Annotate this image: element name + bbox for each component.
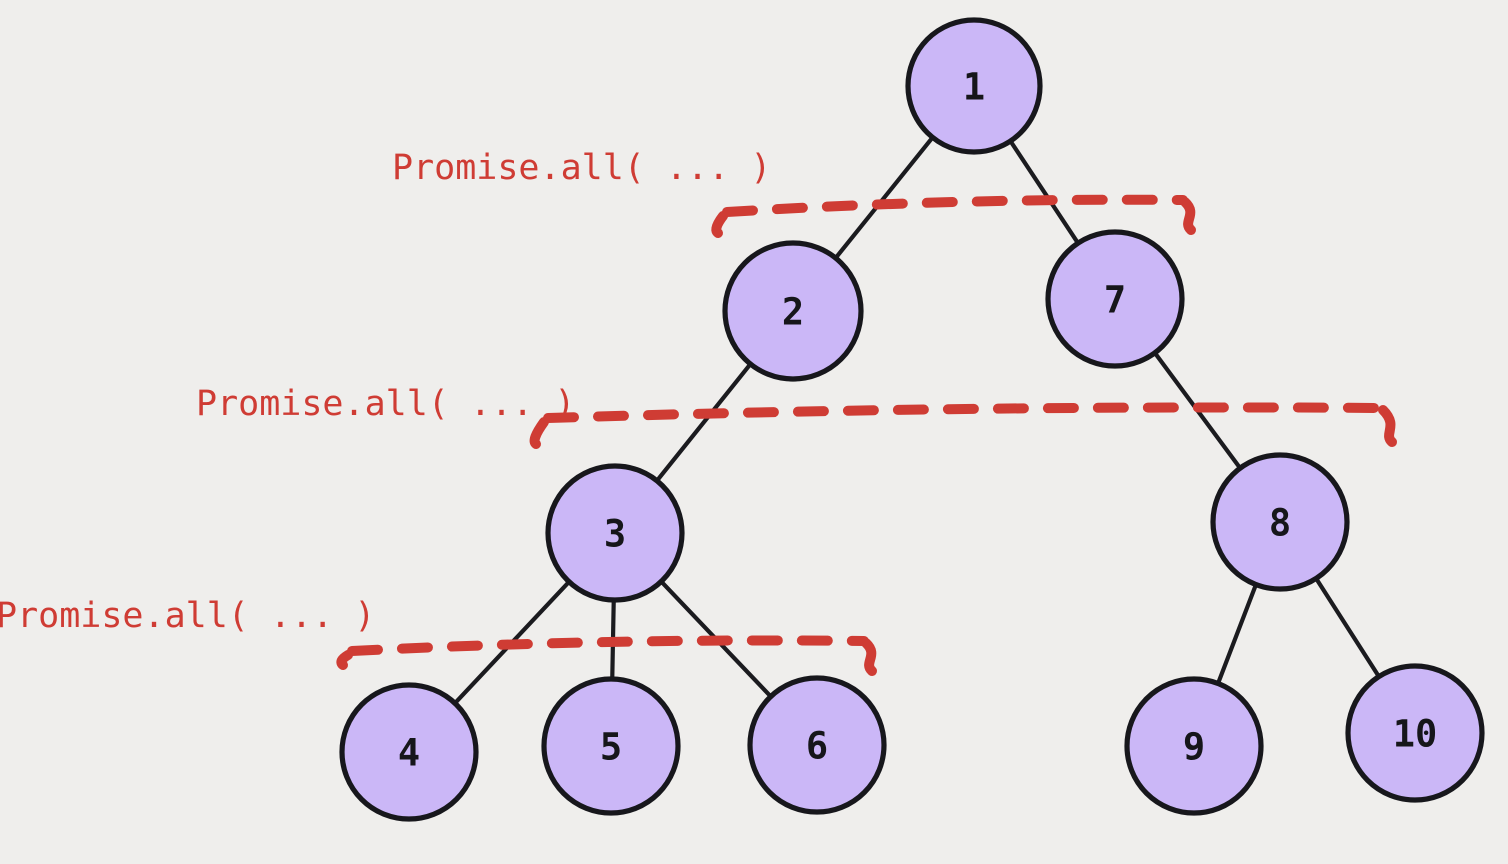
tree-node-9[interactable]: 9 bbox=[1124, 676, 1264, 816]
tree-edge-1-2 bbox=[832, 133, 936, 262]
node-circle-5[interactable] bbox=[541, 676, 681, 816]
node-label-3: 3 bbox=[604, 513, 626, 556]
node-circle-10[interactable] bbox=[1345, 663, 1485, 803]
node-label-6: 6 bbox=[806, 725, 828, 768]
tree-node-4[interactable]: 4 bbox=[339, 682, 479, 822]
tree-node-6[interactable]: 6 bbox=[747, 675, 887, 815]
edges-group bbox=[451, 133, 1383, 707]
annotation-end-hook-level-3 bbox=[861, 638, 877, 676]
node-label-5: 5 bbox=[600, 726, 622, 769]
tree-edge-8-9 bbox=[1215, 580, 1259, 688]
node-label-7: 7 bbox=[1104, 279, 1126, 322]
tree-edge-1-7 bbox=[1007, 137, 1082, 247]
annotation-start-hook-level-1 bbox=[711, 211, 728, 238]
node-label-4: 4 bbox=[398, 732, 420, 775]
annotation-end-hook-level-1 bbox=[1180, 197, 1196, 235]
tree-node-1[interactable]: 1 bbox=[905, 17, 1043, 155]
annotation-start-hook-level-3 bbox=[336, 650, 353, 670]
node-label-9: 9 bbox=[1183, 726, 1205, 769]
node-circle-6[interactable] bbox=[747, 675, 887, 815]
nodes-group: 1 2 7 3 8 4 5 6 9 10 bbox=[339, 17, 1485, 822]
annotation-lines-group bbox=[336, 194, 1397, 676]
tree-node-7[interactable]: 7 bbox=[1045, 229, 1185, 369]
annotation-dashed-line-level-2 bbox=[543, 402, 1386, 423]
annotation-label-level-3: Promise.all( ... ) bbox=[0, 596, 376, 636]
tree-node-2[interactable]: 2 bbox=[722, 240, 864, 382]
node-label-2: 2 bbox=[782, 291, 804, 334]
tree-node-10[interactable]: 10 bbox=[1345, 663, 1485, 803]
node-circle-1[interactable] bbox=[905, 17, 1043, 155]
node-label-8: 8 bbox=[1269, 502, 1291, 545]
node-circle-2[interactable] bbox=[722, 240, 864, 382]
tree-edge-2-3 bbox=[653, 360, 754, 485]
node-circle-8[interactable] bbox=[1210, 452, 1350, 592]
tree-node-3[interactable]: 3 bbox=[545, 463, 685, 603]
annotation-label-level-1: Promise.all( ... ) bbox=[392, 148, 772, 188]
annotation-end-hook-level-2 bbox=[1378, 405, 1397, 447]
node-circle-4[interactable] bbox=[339, 682, 479, 822]
annotation-dashed-line-level-3 bbox=[347, 635, 869, 656]
node-circle-9[interactable] bbox=[1124, 676, 1264, 816]
annotation-dashed-line-level-1 bbox=[722, 194, 1188, 217]
node-circle-3[interactable] bbox=[545, 463, 685, 603]
annotation-start-hook-level-2 bbox=[529, 417, 549, 449]
node-circle-7[interactable] bbox=[1045, 229, 1185, 369]
tree-edge-8-10 bbox=[1312, 574, 1383, 681]
node-label-10: 10 bbox=[1393, 713, 1438, 756]
node-label-1: 1 bbox=[963, 66, 985, 109]
annotation-label-level-2: Promise.all( ... ) bbox=[196, 384, 576, 424]
tree-node-8[interactable]: 8 bbox=[1210, 452, 1350, 592]
tree-node-5[interactable]: 5 bbox=[541, 676, 681, 816]
